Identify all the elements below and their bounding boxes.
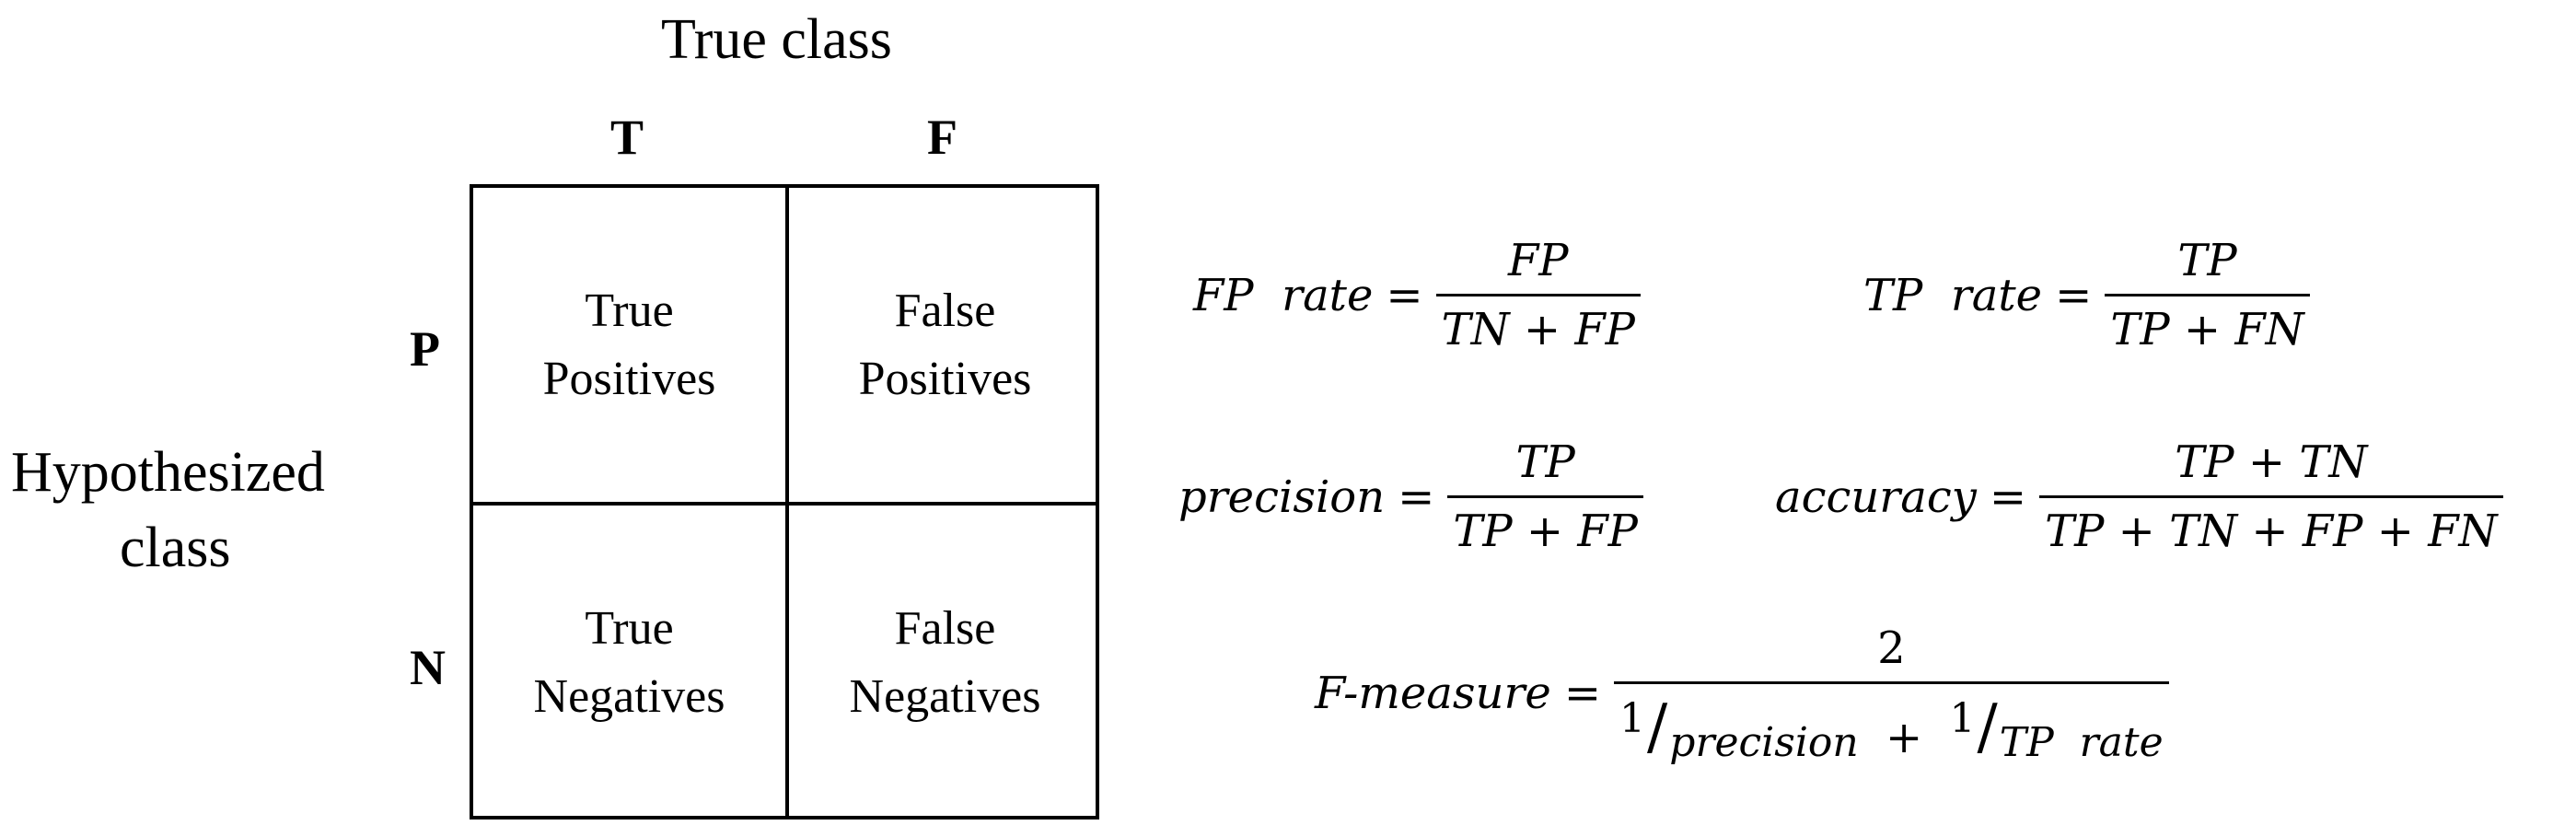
formula-fp-rate: FP rate = FP TN + FP [1193, 235, 1641, 355]
formula-accuracy-equals: = [1989, 471, 2027, 523]
reciprocal-tp-rate-denominator: TP rate [1999, 719, 2164, 766]
cell-false-positives-line2: Positives [858, 352, 1032, 405]
formula-precision-fraction: TP TP + FP [1447, 436, 1643, 557]
formula-tp-rate: TP rate = TP TP + FN [1863, 235, 2310, 355]
formula-precision-numerator: TP [1515, 436, 1575, 488]
cell-true-negatives-line1: True [585, 601, 674, 655]
formula-accuracy-lhs: accuracy [1775, 471, 1977, 523]
hypothesized-class-title-line1: Hypothesized [11, 441, 325, 504]
reciprocal-tp-rate: 1 / TP rate [1949, 692, 2163, 766]
cell-true-negatives: True Negatives [473, 506, 785, 820]
formula-fp-rate-numerator: FP [1507, 235, 1569, 286]
cell-false-negatives-line2: Negatives [849, 669, 1041, 723]
formula-accuracy-fraction: TP + TN TP + TN + FP + FN [2039, 436, 2503, 557]
confusion-matrix: True Positives False Positives True Nega… [470, 184, 1099, 820]
cell-false-negatives-line1: False [894, 601, 996, 655]
formula-tp-rate-denominator: TP + FN [2105, 294, 2310, 355]
formula-f-measure-denominator: 1 / precision + 1 / TP rate [1614, 681, 2169, 766]
reciprocal-precision: 1 / precision [1619, 692, 1859, 766]
formula-f-measure-fraction: 2 1 / precision + 1 / TP rate [1614, 622, 2169, 766]
column-header-t: T [610, 110, 644, 165]
formula-accuracy: accuracy = TP + TN TP + TN + FP + FN [1775, 436, 2503, 557]
reciprocal-tp-rate-one: 1 [1949, 695, 1976, 742]
formula-fp-rate-fraction: FP TN + FP [1435, 235, 1641, 355]
reciprocal-tp-rate-slash: / [1977, 692, 1998, 762]
row-header-n: N [410, 640, 446, 695]
formula-f-measure-plus: + [1885, 712, 1923, 763]
cell-true-positives: True Positives [473, 188, 785, 502]
formula-tp-rate-equals: = [2055, 269, 2093, 321]
formula-f-measure-numerator: 2 [1877, 622, 1906, 674]
cell-false-positives: False Positives [789, 188, 1101, 502]
formula-fp-rate-denominator: TN + FP [1435, 294, 1641, 355]
true-class-title: True class [661, 8, 892, 71]
formula-precision-equals: = [1398, 471, 1435, 523]
matrix-horizontal-divider [473, 502, 1096, 506]
formula-tp-rate-lhs: TP rate [1863, 269, 2043, 321]
reciprocal-precision-denominator: precision [1669, 719, 1859, 766]
formula-precision-denominator: TP + FP [1447, 495, 1643, 557]
reciprocal-precision-slash: / [1647, 692, 1668, 762]
cell-false-negatives: False Negatives [789, 506, 1101, 820]
formula-f-measure-equals: = [1563, 667, 1602, 719]
formula-accuracy-denominator: TP + TN + FP + FN [2039, 495, 2503, 557]
cell-true-positives-line2: Positives [542, 352, 716, 405]
row-header-p: P [410, 321, 440, 377]
formula-precision: precision = TP TP + FP [1178, 436, 1643, 557]
formula-precision-lhs: precision [1178, 471, 1386, 523]
cell-true-positives-line1: True [585, 284, 674, 337]
formula-fp-rate-equals: = [1386, 269, 1423, 321]
column-header-f: F [927, 110, 957, 165]
cell-false-positives-line1: False [894, 284, 996, 337]
formula-accuracy-numerator: TP + TN [2175, 436, 2368, 488]
reciprocal-precision-one: 1 [1619, 695, 1646, 742]
formula-tp-rate-numerator: TP [2177, 235, 2237, 286]
formula-f-measure-lhs: F-measure [1315, 667, 1551, 719]
formula-f-measure: F-measure = 2 1 / precision + 1 / TP rat… [1315, 622, 2169, 766]
formula-tp-rate-fraction: TP TP + FN [2105, 235, 2310, 355]
hypothesized-class-title-line2: class [120, 517, 231, 579]
formula-fp-rate-lhs: FP rate [1193, 269, 1374, 321]
cell-true-negatives-line2: Negatives [533, 669, 725, 723]
